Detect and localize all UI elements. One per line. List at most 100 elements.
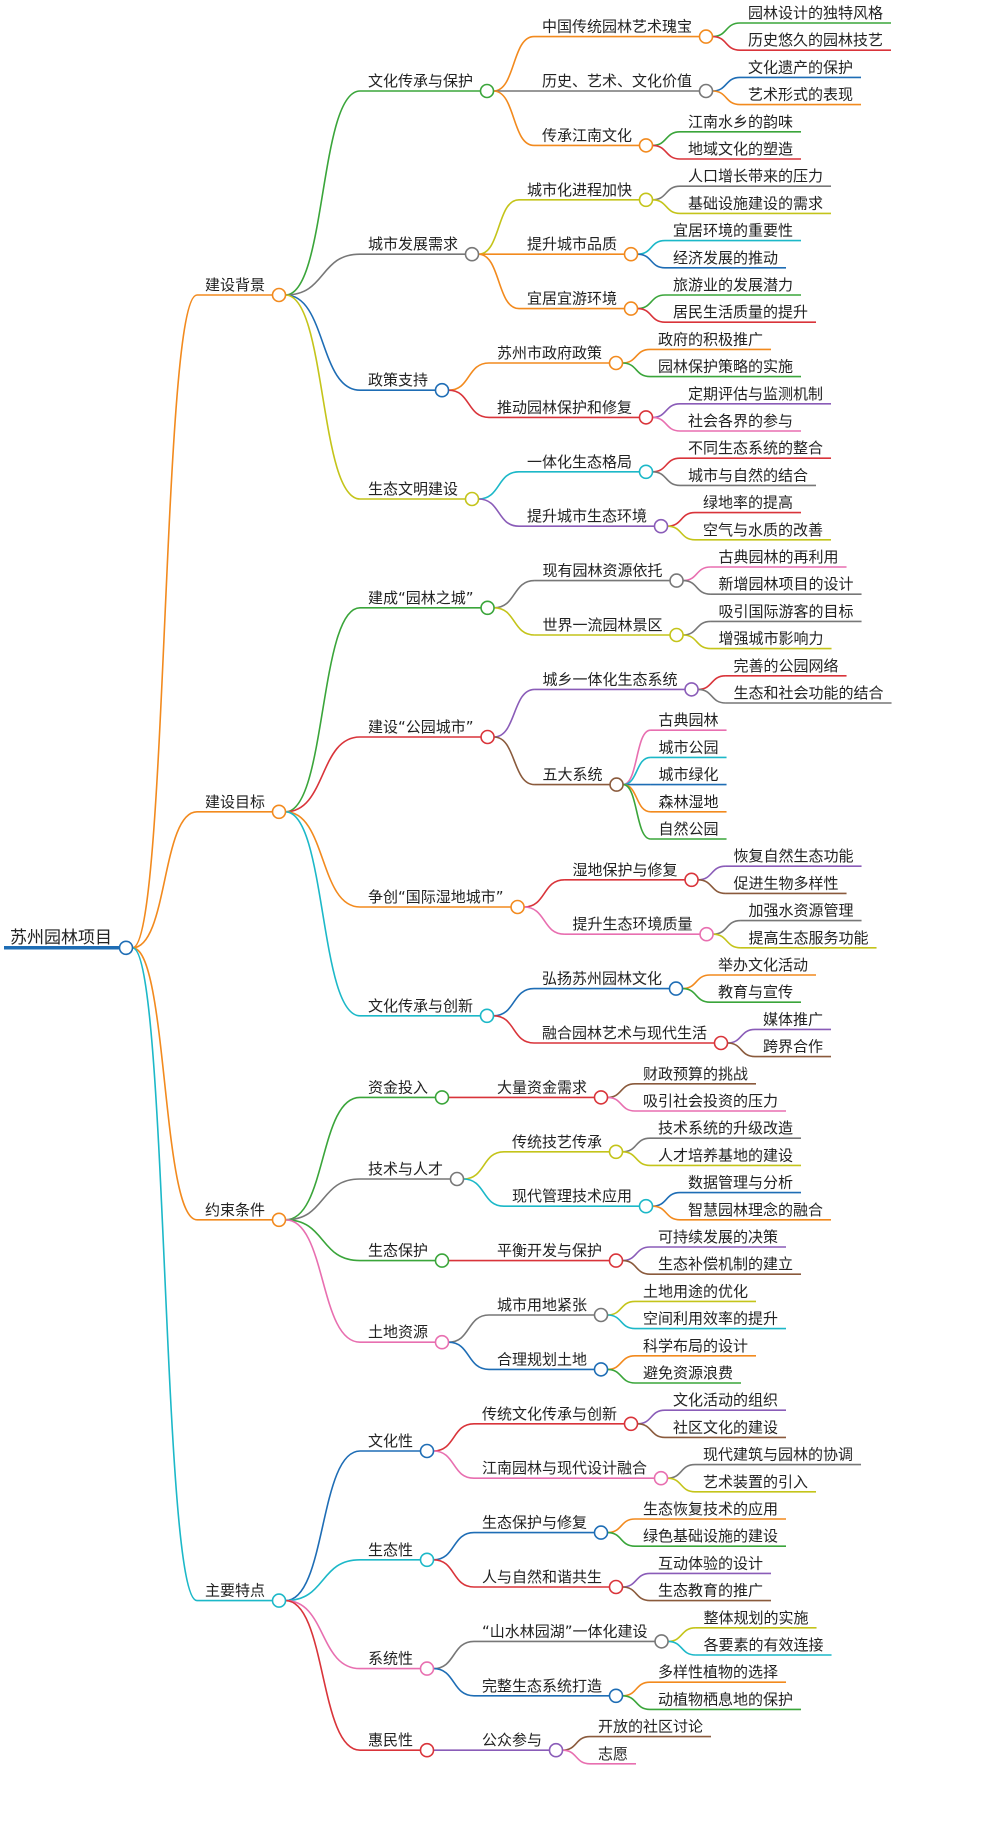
node-label-level-4: 绿地率的提高 <box>703 494 793 512</box>
collapse-toggle-icon[interactable] <box>419 1552 435 1568</box>
node-label-level-2: 资金投入 <box>368 1078 428 1096</box>
branch-connector <box>637 1409 666 1425</box>
collapse-toggle-icon[interactable] <box>464 246 480 262</box>
collapse-toggle-icon[interactable] <box>698 83 714 99</box>
collapse-toggle-icon[interactable] <box>479 1008 495 1024</box>
collapse-toggle-icon[interactable] <box>510 899 525 915</box>
collapse-toggle-icon[interactable] <box>464 491 480 507</box>
collapse-toggle-icon[interactable] <box>118 940 134 956</box>
node-label-level-4: 媒体推广 <box>763 1010 823 1028</box>
branch-connector <box>285 736 361 813</box>
collapse-toggle-icon[interactable] <box>684 872 699 888</box>
node-label-level-1: 约束条件 <box>205 1201 265 1219</box>
collapse-toggle-icon[interactable] <box>623 301 639 316</box>
collapse-toggle-icon[interactable] <box>608 1144 624 1160</box>
collapse-toggle-icon[interactable] <box>654 1634 669 1649</box>
branch-connector <box>622 1137 651 1153</box>
branch-connector <box>607 1300 636 1316</box>
branch-connector <box>285 811 361 908</box>
node-label-level-4: 多样性植物的选择 <box>658 1663 778 1681</box>
node-label-level-3: 合理规划土地 <box>497 1350 587 1368</box>
node-label-level-3: 公众参与 <box>482 1731 542 1749</box>
branch-connector <box>523 906 565 935</box>
collapse-toggle-icon[interactable] <box>669 627 684 643</box>
collapse-toggle-icon[interactable] <box>593 1362 609 1377</box>
collapse-toggle-icon[interactable] <box>434 1253 450 1268</box>
collapse-toggle-icon[interactable] <box>623 246 639 262</box>
node-label-level-3: 城市化进程加快 <box>527 181 632 199</box>
node-label-level-3: 五大系统 <box>543 766 603 784</box>
collapse-toggle-icon[interactable] <box>684 682 699 697</box>
collapse-toggle-icon[interactable] <box>480 600 495 616</box>
collapse-toggle-icon[interactable] <box>608 1253 624 1268</box>
collapse-toggle-icon[interactable] <box>638 410 654 425</box>
branch-connector <box>285 1219 361 1262</box>
collapse-toggle-icon[interactable] <box>653 1470 669 1486</box>
node-label-level-3: 大量资金需求 <box>497 1078 587 1096</box>
collapse-toggle-icon[interactable] <box>699 926 714 942</box>
branch-connector <box>493 607 535 636</box>
collapse-toggle-icon[interactable] <box>419 1742 435 1758</box>
node-label-level-3: 现代管理技术应用 <box>512 1187 632 1205</box>
branch-connector <box>285 1559 361 1602</box>
collapse-toggle-icon[interactable] <box>479 83 495 99</box>
node-label-level-1: 建设背景 <box>205 276 265 294</box>
collapse-toggle-icon[interactable] <box>608 1579 624 1595</box>
node-label-level-3: 城乡一体化生态系统 <box>543 670 678 688</box>
collapse-toggle-icon[interactable] <box>548 1742 564 1758</box>
branch-connector <box>622 783 651 813</box>
collapse-toggle-icon[interactable] <box>638 1198 654 1214</box>
collapse-toggle-icon[interactable] <box>419 1661 435 1676</box>
collapse-toggle-icon[interactable] <box>593 1525 609 1540</box>
branch-connector <box>463 1151 505 1180</box>
collapse-toggle-icon[interactable] <box>434 1090 450 1105</box>
branch-connector <box>712 76 741 92</box>
node-label-level-4: 开放的社区讨论 <box>598 1718 703 1736</box>
branch-connector <box>652 131 681 147</box>
node-label-level-3: 提升城市品质 <box>527 235 617 253</box>
collapse-toggle-icon[interactable] <box>609 777 624 792</box>
branch-connector <box>285 294 361 391</box>
collapse-toggle-icon[interactable] <box>698 29 714 44</box>
branch-connector <box>682 974 711 990</box>
branch-connector <box>433 1667 475 1697</box>
branch-connector <box>285 1096 361 1221</box>
branch-connector <box>562 1735 591 1751</box>
collapse-toggle-icon[interactable] <box>669 573 684 588</box>
collapse-toggle-icon[interactable] <box>638 138 654 153</box>
collapse-toggle-icon[interactable] <box>638 464 654 480</box>
node-label-level-4: 艺术形式的表现 <box>748 86 853 104</box>
branch-connector <box>285 607 361 813</box>
collapse-toggle-icon[interactable] <box>449 1171 465 1187</box>
collapse-toggle-icon[interactable] <box>638 192 654 208</box>
branch-connector <box>622 1572 651 1588</box>
collapse-toggle-icon[interactable] <box>593 1090 609 1105</box>
node-label-level-2: 技术与人才 <box>368 1160 443 1178</box>
collapse-toggle-icon[interactable] <box>271 804 287 820</box>
node-label-level-2: 建成“园林之城” <box>368 589 474 607</box>
node-label-level-4: 城市绿化 <box>659 766 719 784</box>
branch-connector <box>607 1314 636 1330</box>
collapse-toggle-icon[interactable] <box>608 1688 624 1704</box>
collapse-toggle-icon[interactable] <box>653 518 669 534</box>
collapse-toggle-icon[interactable] <box>271 1593 287 1608</box>
collapse-toggle-icon[interactable] <box>623 1416 639 1432</box>
node-label-level-4: 人才培养基地的建设 <box>658 1146 793 1164</box>
node-label-level-4: 文化活动的组织 <box>673 1391 778 1409</box>
branch-connector <box>622 783 651 840</box>
collapse-toggle-icon[interactable] <box>434 382 450 398</box>
collapse-toggle-icon[interactable] <box>668 981 684 996</box>
collapse-toggle-icon[interactable] <box>271 1212 287 1228</box>
collapse-toggle-icon[interactable] <box>480 729 495 745</box>
collapse-toggle-icon[interactable] <box>608 355 624 371</box>
collapse-toggle-icon[interactable] <box>419 1443 435 1459</box>
collapse-toggle-icon[interactable] <box>713 1035 729 1051</box>
collapse-toggle-icon[interactable] <box>271 287 287 303</box>
node-label-level-3: 推动园林保护和修复 <box>497 398 632 416</box>
collapse-toggle-icon[interactable] <box>434 1334 450 1350</box>
branch-connector <box>682 620 711 636</box>
branch-connector <box>562 1749 591 1765</box>
branch-connector <box>478 498 520 527</box>
collapse-toggle-icon[interactable] <box>593 1307 609 1323</box>
node-label-level-4: 历史悠久的园林技艺 <box>748 31 883 49</box>
